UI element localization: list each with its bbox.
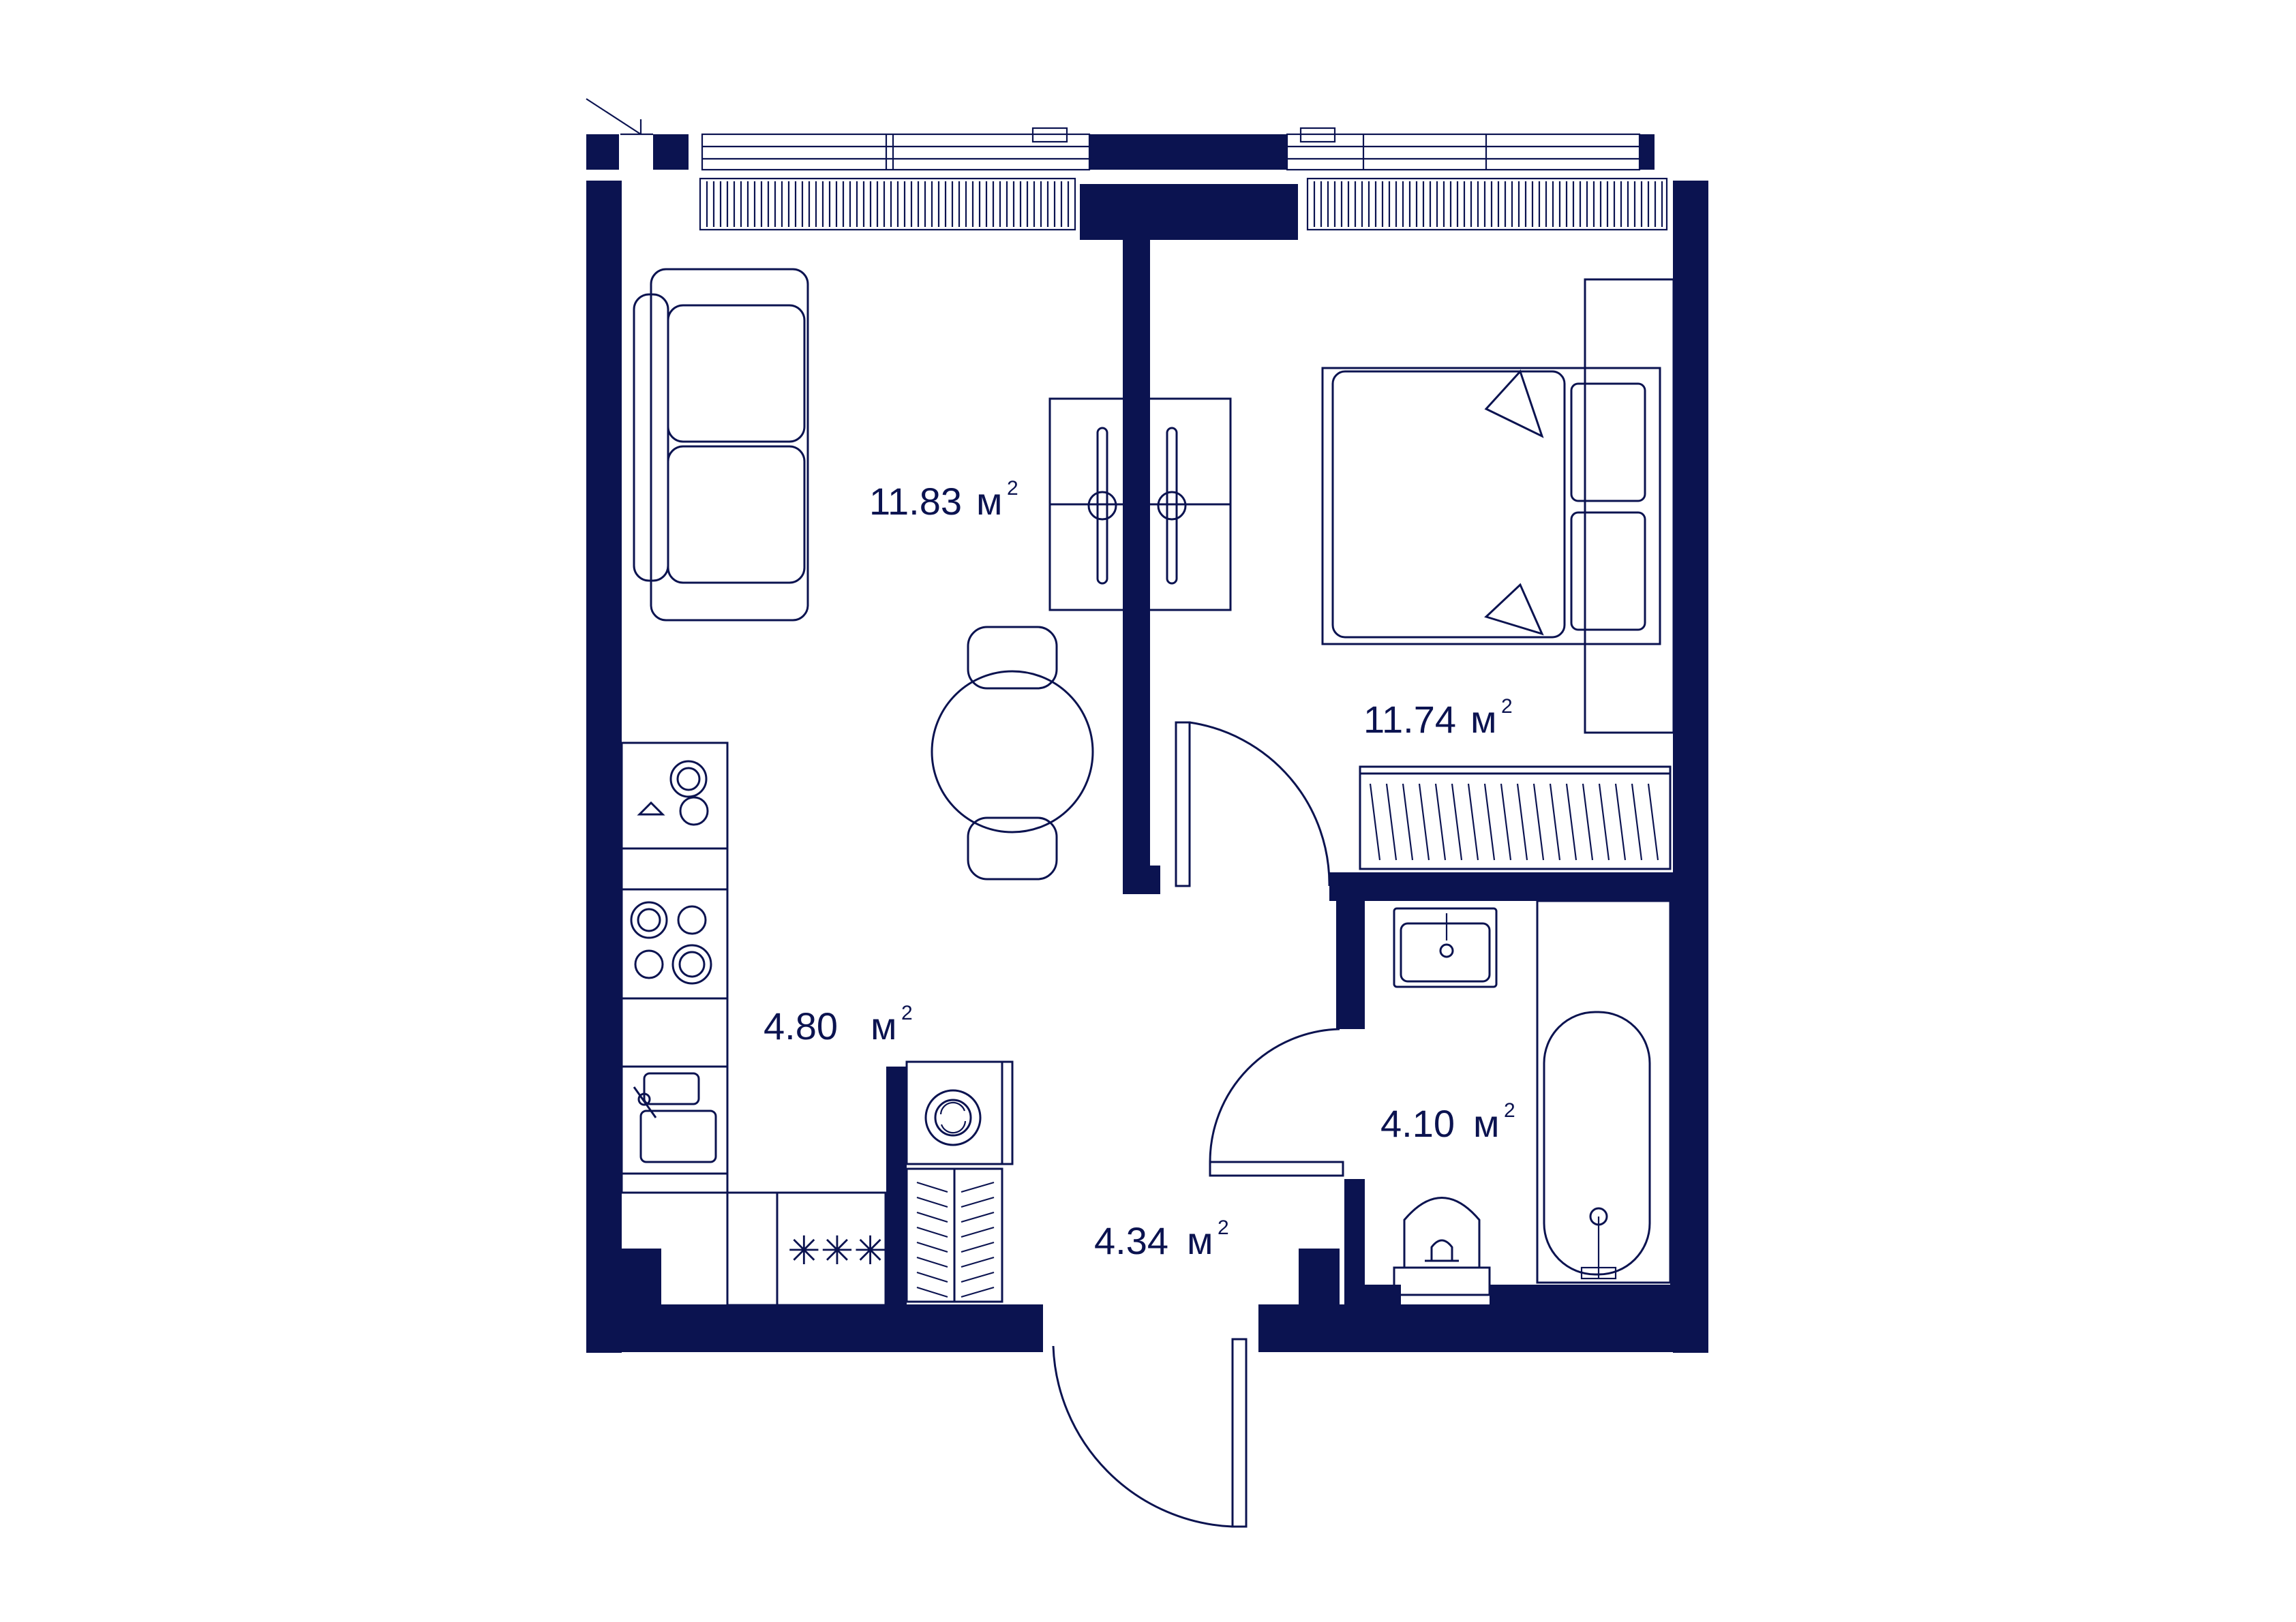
wall-left	[586, 181, 622, 1353]
area-value: 11.74	[1363, 698, 1456, 741]
storage-hanger	[916, 1256, 948, 1268]
storage-hanger	[916, 1271, 948, 1283]
wardrobe-hanger	[1549, 783, 1561, 861]
cooktop	[630, 901, 712, 985]
bed	[1321, 278, 1675, 734]
door-bathroom	[1209, 936, 1361, 1177]
area-unit: м	[1187, 1219, 1213, 1262]
storage-hanger	[961, 1196, 995, 1208]
area-unit: м	[1473, 1102, 1500, 1145]
kitchen-counter	[620, 741, 729, 1194]
bathroom-sink	[1393, 907, 1498, 988]
bath-wall-right	[1670, 893, 1684, 1315]
wardrobe-hanger	[1614, 783, 1627, 861]
partition-stub	[1123, 866, 1160, 894]
radiator-fins	[706, 181, 1663, 227]
wardrobe-hanger	[1402, 783, 1414, 861]
partition-living-bedroom	[1123, 239, 1150, 893]
wall-bottom-left	[586, 1304, 1043, 1352]
bathtub	[1536, 900, 1672, 1284]
storage-hanger	[916, 1241, 948, 1253]
wardrobe-hanger	[1582, 783, 1594, 861]
area-label-living: 11.83 м 2	[869, 477, 1018, 523]
wall-top-right	[1640, 134, 1655, 170]
wardrobe	[1359, 765, 1672, 870]
wardrobe-hanger	[1565, 783, 1577, 861]
wardrobe-hanger	[1418, 783, 1430, 861]
bath-wall-bottom-2	[1490, 1285, 1680, 1309]
area-label-bathroom: 4.10 м 2	[1380, 1099, 1515, 1145]
storage-shelves	[905, 1167, 1003, 1303]
wardrobe-hanger	[1500, 783, 1512, 861]
wardrobe-hanger	[1647, 783, 1659, 861]
storage-hangers	[916, 1181, 995, 1298]
storage-hanger	[961, 1211, 995, 1223]
area-label-kitchen: 4.80 м 2	[764, 1002, 913, 1047]
corner-right	[1299, 1249, 1340, 1310]
wall-top-mid	[1089, 134, 1287, 170]
wardrobe-hanger	[1385, 783, 1398, 861]
tv-cabinet	[1048, 397, 1232, 611]
storage-wall	[886, 1067, 907, 1312]
dining-table	[931, 626, 1094, 881]
window-left	[701, 133, 1091, 171]
storage-hanger	[961, 1256, 995, 1268]
area-unit-superscript: 2	[1501, 695, 1513, 718]
wall-top-left-2	[653, 134, 689, 170]
storage-hanger	[961, 1271, 995, 1283]
wardrobe-hangers	[1369, 783, 1659, 861]
wall-bottom-right	[1258, 1304, 1708, 1352]
washing-machine	[905, 1060, 1014, 1165]
radiator-right	[1306, 177, 1668, 231]
toilet	[1393, 1197, 1491, 1296]
door-bedroom	[1175, 721, 1331, 887]
column-top	[1080, 184, 1298, 240]
kitchen-sink	[633, 1072, 717, 1163]
wardrobe-hanger	[1369, 783, 1381, 861]
storage-hanger	[961, 1241, 995, 1253]
area-label-bedroom: 11.74 м 2	[1363, 695, 1513, 741]
storage-hanger	[916, 1196, 948, 1208]
wardrobe-hanger	[1598, 783, 1610, 861]
area-unit-superscript: 2	[1007, 477, 1018, 500]
storage-hanger	[916, 1226, 948, 1238]
area-unit-superscript: 2	[1218, 1216, 1229, 1239]
fridge-freezer-symbol: ✳✳✳	[787, 1227, 887, 1274]
wardrobe-hanger	[1516, 783, 1528, 861]
radiator-left	[699, 177, 1076, 231]
area-unit-superscript: 2	[901, 1002, 913, 1024]
area-unit: м	[976, 480, 1003, 523]
area-value: 4.34	[1094, 1219, 1168, 1262]
corner-left	[620, 1249, 661, 1310]
area-unit: м	[871, 1005, 897, 1047]
area-value: 4.10	[1380, 1102, 1455, 1145]
coffee-machine	[637, 760, 709, 826]
wardrobe-hanger	[1483, 783, 1496, 861]
wardrobe-hanger	[1631, 783, 1643, 861]
area-value: 11.83	[869, 480, 962, 523]
fridge: ✳✳✳	[726, 1191, 887, 1306]
storage-hanger	[961, 1181, 995, 1193]
windows	[586, 98, 1641, 171]
area-value: 4.80	[764, 1005, 838, 1047]
sofa	[633, 268, 809, 622]
storage-hanger	[961, 1226, 995, 1238]
wall-top-left	[586, 134, 619, 170]
wardrobe-hanger	[1532, 783, 1545, 861]
door-entrance	[1052, 1338, 1248, 1528]
wardrobe-hanger	[1434, 783, 1447, 861]
storage-hanger	[916, 1181, 948, 1193]
wardrobe-hanger	[1451, 783, 1463, 861]
wardrobe-hanger	[1467, 783, 1479, 861]
storage-hanger	[916, 1211, 948, 1223]
bath-wall-top	[1329, 872, 1697, 901]
storage-hanger	[961, 1286, 995, 1298]
storage-hanger	[916, 1286, 948, 1298]
walls	[586, 134, 1708, 1353]
area-label-hallway: 4.34 м 2	[1094, 1216, 1229, 1262]
area-unit: м	[1470, 698, 1497, 741]
window-right	[1286, 133, 1641, 171]
area-unit-superscript: 2	[1504, 1099, 1515, 1122]
